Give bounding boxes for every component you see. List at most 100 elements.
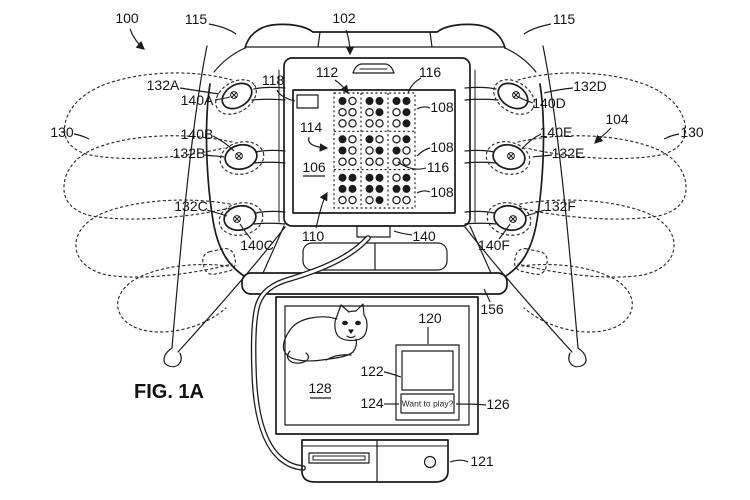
ref-label-132A: 132A <box>147 77 180 93</box>
braille-dot-raised <box>402 173 411 182</box>
ref-label-108-mid: 108 <box>430 139 454 155</box>
ref-label-108-top: 108 <box>430 99 454 115</box>
braille-dot-flat <box>338 119 347 128</box>
braille-dot-flat <box>392 157 401 166</box>
braille-dot-flat <box>348 135 357 144</box>
left-shoulder-hump <box>244 23 314 49</box>
ref-label-100: 100 <box>115 10 139 26</box>
braille-dot-raised <box>402 119 411 128</box>
ref-label-110: 110 <box>302 228 325 244</box>
braille-dot-flat <box>348 195 357 205</box>
controller-body <box>205 23 545 295</box>
ref-label-115-right: 115 <box>553 11 576 27</box>
braille-dot-raised <box>365 184 374 193</box>
braille-dot-flat <box>375 119 384 128</box>
right-hand-outline <box>464 45 687 368</box>
screen-status-icon <box>296 94 319 109</box>
braille-dot-raised <box>392 184 401 193</box>
tv-monitor: Want to play? <box>275 296 479 435</box>
braille-dot-raised <box>375 196 384 205</box>
braille-dot-flat <box>392 107 401 117</box>
braille-dot-flat <box>348 119 357 128</box>
braille-dot-raised <box>375 184 384 193</box>
braille-dot-raised <box>375 108 384 117</box>
braille-dot-flat <box>338 157 347 166</box>
speaker-port <box>352 63 395 74</box>
braille-dot-raised <box>365 135 374 144</box>
ref-label-140E: 140E <box>540 124 573 140</box>
left-paddle-arms <box>251 86 286 225</box>
ref-label-132D: 132D <box>573 78 606 94</box>
controller-cable <box>250 235 371 471</box>
bottom-band <box>241 272 508 295</box>
ref-label-115-left: 115 <box>185 11 208 27</box>
braille-dot-flat <box>402 195 411 205</box>
braille-dot-raised <box>338 97 347 106</box>
braille-dot-flat <box>365 119 374 128</box>
braille-dot-raised <box>338 173 347 182</box>
paddle-loops <box>221 82 529 232</box>
braille-dot-flat <box>348 157 357 166</box>
ref-label-130-left: 130 <box>50 124 74 140</box>
panel-image-box <box>401 350 454 391</box>
ref-label-120: 120 <box>418 310 442 326</box>
braille-dot-flat <box>402 146 411 155</box>
ref-label-140B: 140B <box>181 126 214 142</box>
braille-dot-flat <box>392 119 401 128</box>
braille-dot-flat <box>365 195 374 205</box>
braille-dot-flat <box>348 96 357 106</box>
display-module-frame <box>283 57 471 227</box>
paddle-132D <box>497 82 529 110</box>
ref-label-108-bot: 108 <box>430 184 454 200</box>
braille-dot-flat <box>375 157 384 166</box>
ref-label-140C: 140C <box>240 237 273 253</box>
paddle-132E <box>492 143 526 171</box>
braille-dot-flat <box>392 195 401 205</box>
braille-dot-flat <box>348 107 357 117</box>
braille-dot-raised <box>375 97 384 106</box>
sensor-markers <box>230 91 520 223</box>
braille-dot-raised <box>375 146 384 155</box>
braille-dot-raised <box>338 135 347 144</box>
braille-dot-raised <box>348 184 357 193</box>
paddle-132F <box>493 204 527 232</box>
braille-dot-raised <box>392 97 401 106</box>
ref-label-130-right: 130 <box>680 124 704 140</box>
braille-dot-raised <box>348 173 357 182</box>
ref-label-126: 126 <box>486 396 510 412</box>
ref-label-124: 124 <box>360 395 384 411</box>
ref-label-132B: 132B <box>173 145 206 161</box>
braille-dot-raised <box>392 146 401 155</box>
braille-display-module <box>283 57 471 227</box>
power-button-glyph <box>423 455 437 469</box>
ref-label-140D: 140D <box>532 95 565 111</box>
braille-dot-raised <box>338 146 347 155</box>
braille-dot-array <box>338 96 411 205</box>
paddle-132B <box>224 143 258 171</box>
cat-drawing <box>282 303 368 364</box>
ref-label-132C: 132C <box>174 198 207 214</box>
braille-grid <box>333 92 416 209</box>
want-to-play-box <box>400 393 455 414</box>
paddle-132C <box>223 204 257 232</box>
disc-slot <box>308 452 370 464</box>
ref-label-140A: 140A <box>181 92 214 108</box>
braille-dot-raised <box>375 173 384 182</box>
figure-caption: FIG. 1A <box>134 381 204 403</box>
ref-label-140: 140 <box>412 228 436 244</box>
ref-label-156: 156 <box>480 301 504 317</box>
braille-dot-flat <box>402 157 411 166</box>
ref-label-121: 121 <box>470 453 494 469</box>
braille-dot-raised <box>402 135 411 144</box>
braille-dot-flat <box>365 157 374 166</box>
right-shoulder-hump <box>436 23 506 49</box>
braille-dot-flat <box>392 173 401 182</box>
menu-panel: Want to play? <box>395 344 460 421</box>
reference-labels: 100 115 102 115 132A 140A 118 112 116 13… <box>50 10 704 469</box>
braille-dot-flat <box>338 195 347 205</box>
braille-dot-flat <box>365 146 374 155</box>
game-console <box>301 439 449 483</box>
ref-label-116-mid: 116 <box>427 159 450 175</box>
